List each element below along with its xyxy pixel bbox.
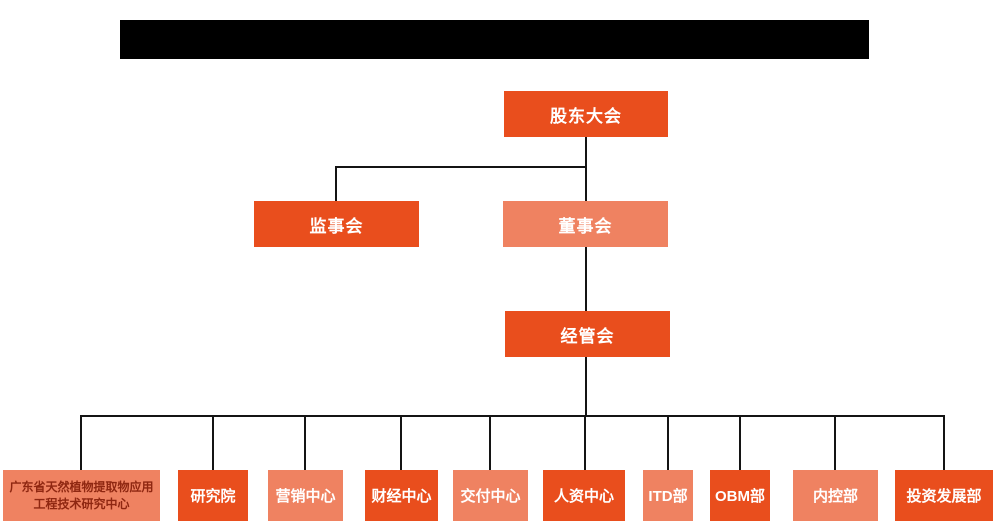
org-node-label: 投资发展部 xyxy=(906,488,982,505)
redacted-title-bar xyxy=(120,20,869,59)
connector-drop-dept-1 xyxy=(80,415,82,470)
org-node-dept-investment-development: 投资发展部 xyxy=(895,470,993,521)
connector-to-supervisory xyxy=(335,166,337,202)
org-node-label: 监事会 xyxy=(309,216,364,236)
org-node-label: 研究院 xyxy=(190,488,236,505)
org-node-dept-research-institute: 研究院 xyxy=(178,470,248,521)
connector-board-to-management xyxy=(585,247,587,311)
org-node-dept-delivery-center: 交付中心 xyxy=(453,470,528,521)
org-node-label: 交付中心 xyxy=(460,488,521,505)
connector-drop-dept-3 xyxy=(304,415,306,470)
connector-drop-dept-7 xyxy=(667,415,669,470)
org-node-label: 董事会 xyxy=(558,216,613,236)
connector-drop-dept-4 xyxy=(400,415,402,470)
connector-distribution-rail xyxy=(80,415,945,417)
org-node-label: 股东大会 xyxy=(550,106,622,126)
org-node-label: 经管会 xyxy=(560,326,615,346)
org-node-dept-research-center: 广东省天然植物提取物应用工程技术研究中心 xyxy=(3,470,160,521)
connector-drop-dept-9 xyxy=(834,415,836,470)
org-node-shareholders-meeting: 股东大会 xyxy=(504,91,668,137)
org-node-dept-marketing-center: 营销中心 xyxy=(268,470,343,521)
org-node-dept-hr-center: 人资中心 xyxy=(543,470,625,521)
connector-branch-horizontal xyxy=(335,166,587,168)
connector-drop-dept-2 xyxy=(212,415,214,470)
connector-drop-dept-10 xyxy=(943,415,945,470)
org-node-label: 广东省天然植物提取物应用工程技术研究中心 xyxy=(9,480,154,511)
connector-drop-dept-8 xyxy=(739,415,741,470)
org-node-dept-obm: OBM部 xyxy=(710,470,770,521)
org-node-management-committee: 经管会 xyxy=(505,311,670,357)
org-node-dept-itd: ITD部 xyxy=(643,470,693,521)
connector-drop-dept-5 xyxy=(489,415,491,470)
org-node-label: 营销中心 xyxy=(275,488,336,505)
connector-shareholders-to-board xyxy=(585,137,587,202)
org-node-label: 人资中心 xyxy=(553,488,614,505)
org-node-label: 内控部 xyxy=(812,488,858,505)
connector-management-to-rail xyxy=(585,357,587,417)
org-node-dept-finance-center: 财经中心 xyxy=(365,470,438,521)
org-node-board-of-directors: 董事会 xyxy=(503,201,668,247)
org-node-label: 财经中心 xyxy=(371,488,432,505)
org-node-label: ITD部 xyxy=(648,488,688,505)
org-node-supervisory-board: 监事会 xyxy=(254,201,419,247)
org-node-dept-internal-control: 内控部 xyxy=(793,470,878,521)
connector-drop-dept-6 xyxy=(584,415,586,470)
org-node-label: OBM部 xyxy=(715,488,765,505)
